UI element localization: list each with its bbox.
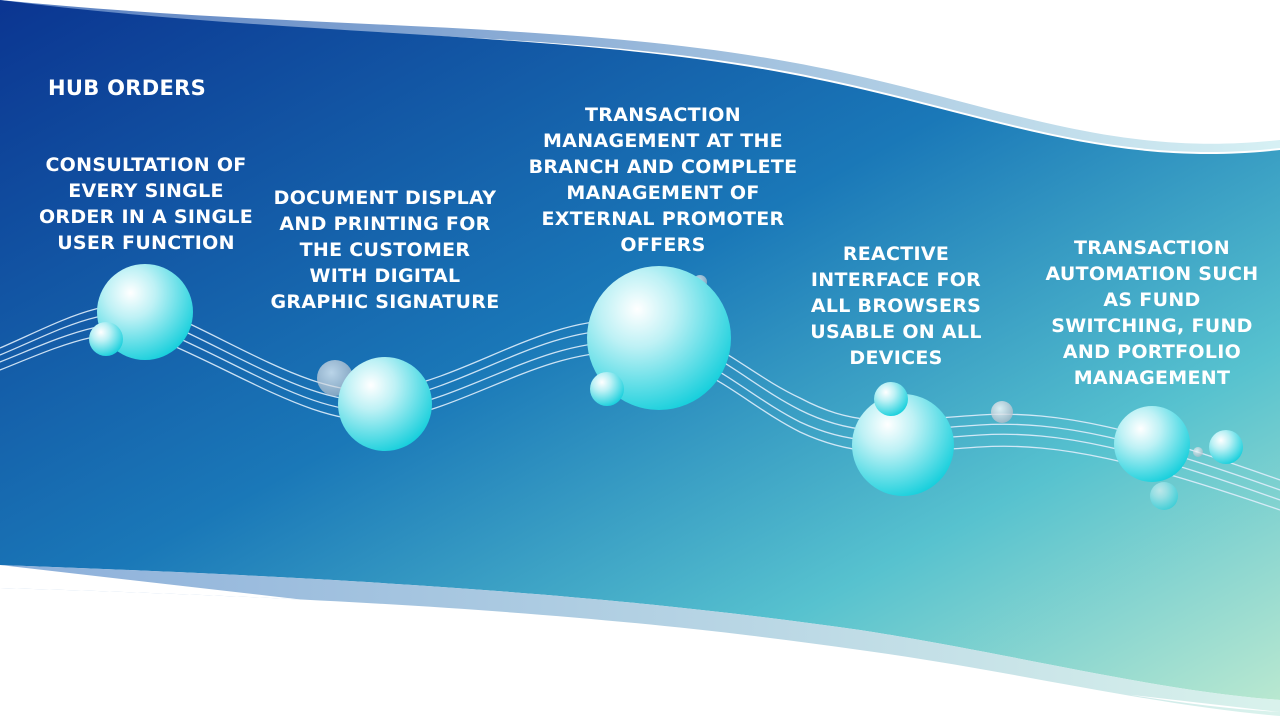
bubble-1 [89, 264, 193, 360]
bubble-3 [587, 266, 731, 410]
feature-consultation: CONSULTATION OF EVERY SINGLE ORDER IN A … [38, 154, 254, 254]
feature-document-display: DOCUMENT DISPLAY AND PRINTING FOR THE CU… [270, 187, 500, 313]
bubble-5 [1114, 406, 1243, 510]
feature-transaction-automation: TRANSACTION AUTOMATION SUCH AS FUND SWIT… [1045, 237, 1259, 389]
bubble-4 [852, 382, 1013, 496]
slide-title: HUB ORDERS [48, 76, 207, 100]
bubble-2 [317, 357, 432, 451]
feature-transaction-management: TRANSACTION MANAGEMENT AT THE BRANCH AND… [528, 104, 798, 256]
feature-reactive-interface: REACTIVE INTERFACE FOR ALL BROWSERS USAB… [810, 243, 982, 369]
